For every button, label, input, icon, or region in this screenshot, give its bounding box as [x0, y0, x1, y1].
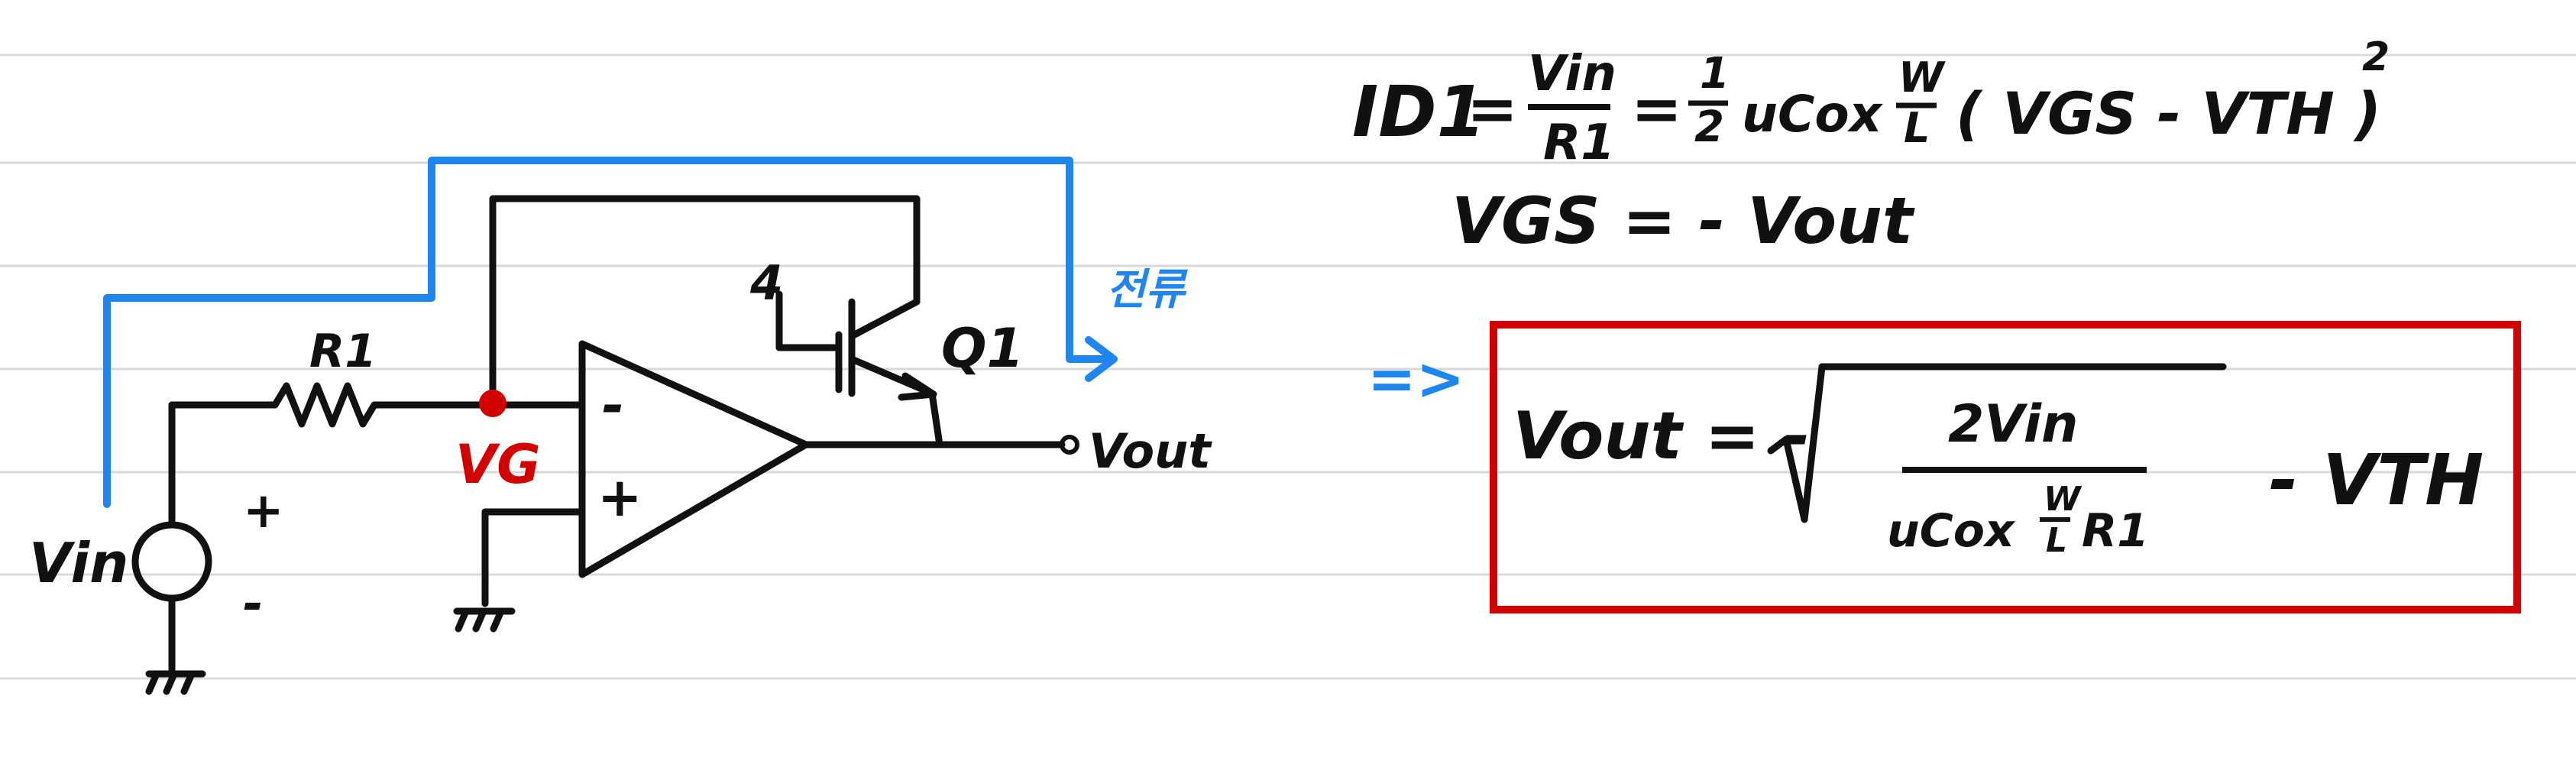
half-numerator: 1	[1700, 49, 1730, 99]
half-denominator: 2	[1694, 102, 1724, 152]
result-box	[1490, 321, 2521, 613]
op-amp-plus-sign: +	[597, 466, 642, 529]
vin-fraction-numerator: Vin	[1528, 46, 1616, 102]
vg-node-label: VG	[455, 433, 541, 496]
current-flow-arrowhead	[1085, 336, 1118, 382]
transistor-label: Q1	[941, 317, 1024, 380]
wl-denominator: L	[1904, 104, 1930, 152]
vg-node-dot	[479, 390, 506, 417]
equals-1: =	[1467, 73, 1518, 144]
resistor-r1-symbol	[271, 382, 378, 428]
output-terminal	[1060, 435, 1079, 455]
circuit-diagram	[103, 157, 1118, 695]
source-plus-sign: +	[243, 483, 284, 539]
result-den-ucox: uCox	[1887, 504, 2016, 558]
vgs-equation: VGS = - Vout	[1451, 183, 1915, 258]
result-numerator: 2Vin	[1948, 394, 2078, 455]
op-amp-minus-sign: -	[602, 374, 624, 437]
result-den-l: L	[2046, 521, 2067, 560]
vgs-vth-expression: ( VGS - VTH )	[1956, 79, 2381, 147]
resistor-label: R1	[309, 325, 377, 378]
op-amp-symbol	[578, 340, 810, 578]
result-lhs: Vout = -	[1513, 398, 1810, 474]
gate-mark: 4	[749, 255, 783, 311]
ucox-term: uCox	[1742, 85, 1884, 144]
wl-numerator: W	[1898, 53, 1946, 102]
op-amp-ground-icon	[453, 607, 516, 633]
source-label: Vin	[29, 531, 128, 595]
voltage-source-symbol	[131, 521, 212, 602]
result-den-r1: R1	[2082, 504, 2149, 558]
result-den-w: W	[2044, 480, 2082, 519]
equals-2: =	[1631, 73, 1682, 144]
square-exponent: 2	[2362, 34, 2390, 80]
square-root-sign	[1767, 363, 2227, 523]
implies-arrow: =>	[1367, 345, 1464, 413]
current-flow-path	[103, 157, 1115, 508]
output-label: Vout	[1089, 423, 1212, 479]
id1-symbol: ID1	[1352, 71, 1486, 153]
result-tail: - VTH	[2269, 439, 2484, 521]
vin-fraction-denominator: R1	[1543, 115, 1615, 171]
transistor-q1-symbol	[775, 290, 943, 448]
current-label: 전류	[1106, 265, 1189, 315]
feedback-wire	[489, 195, 921, 405]
source-ground-icon	[145, 670, 206, 695]
source-minus-sign: -	[243, 576, 264, 633]
